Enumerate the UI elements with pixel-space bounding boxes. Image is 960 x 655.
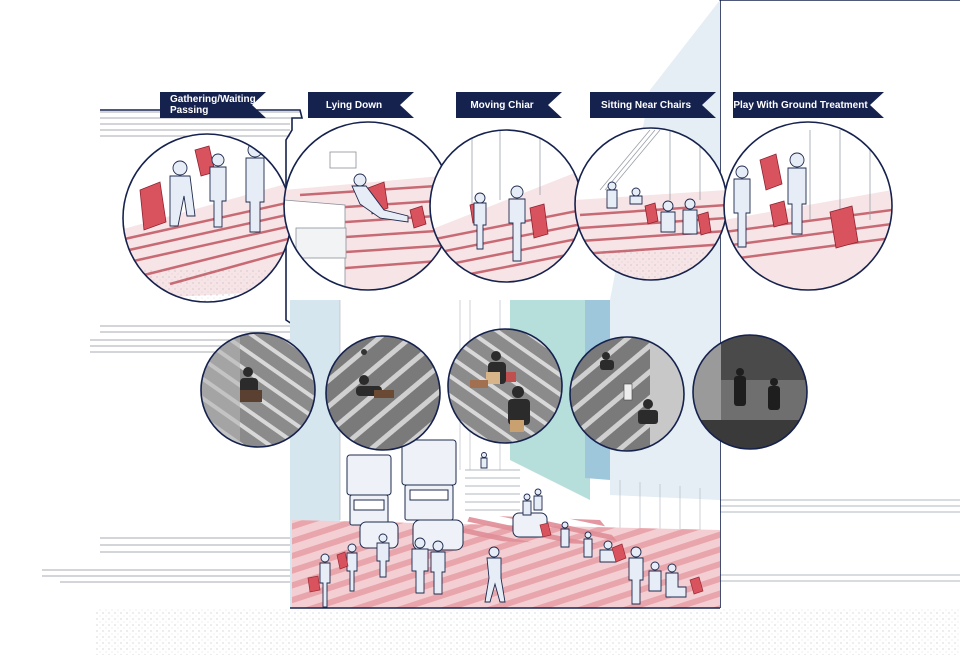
label-sitting-near-chairs-text: Sitting Near Chairs [600,99,692,111]
vignette-gathering [122,133,292,303]
ground-stipple [95,608,960,655]
photo-play [692,334,808,450]
label-sitting-near-chairs: Sitting Near Chairs [590,92,716,118]
label-play-ground-treatment: Play With Ground Treatment [733,92,884,118]
vignette-moving-chair [429,129,583,283]
photo-gathering [200,332,316,448]
label-gathering-line1: Gathering/Waiting [170,94,256,105]
photo-lying-down [325,335,441,451]
label-play-ground-treatment-text: Play With Ground Treatment [733,99,868,111]
street-vehicles [346,439,548,551]
label-moving-chair-text: Moving Chiar [470,99,534,111]
label-lying-down-text: Lying Down [325,99,383,111]
label-lying-down: Lying Down [308,92,414,118]
photo-moving-chair [447,328,563,444]
right-building [720,499,960,582]
vignette-lying-down [283,121,453,291]
photo-sitting-near-chairs [569,336,685,452]
label-moving-chair: Moving Chiar [456,92,562,118]
vignette-play-ground-treatment [723,121,893,291]
label-gathering: Gathering/Waiting Passing [160,92,266,118]
street-pedestrians [319,452,687,608]
label-gathering-line2: Passing [170,105,209,116]
street-chairs [307,522,704,595]
right-building-edge [719,0,960,608]
vignette-sitting-near-chairs [574,127,728,281]
